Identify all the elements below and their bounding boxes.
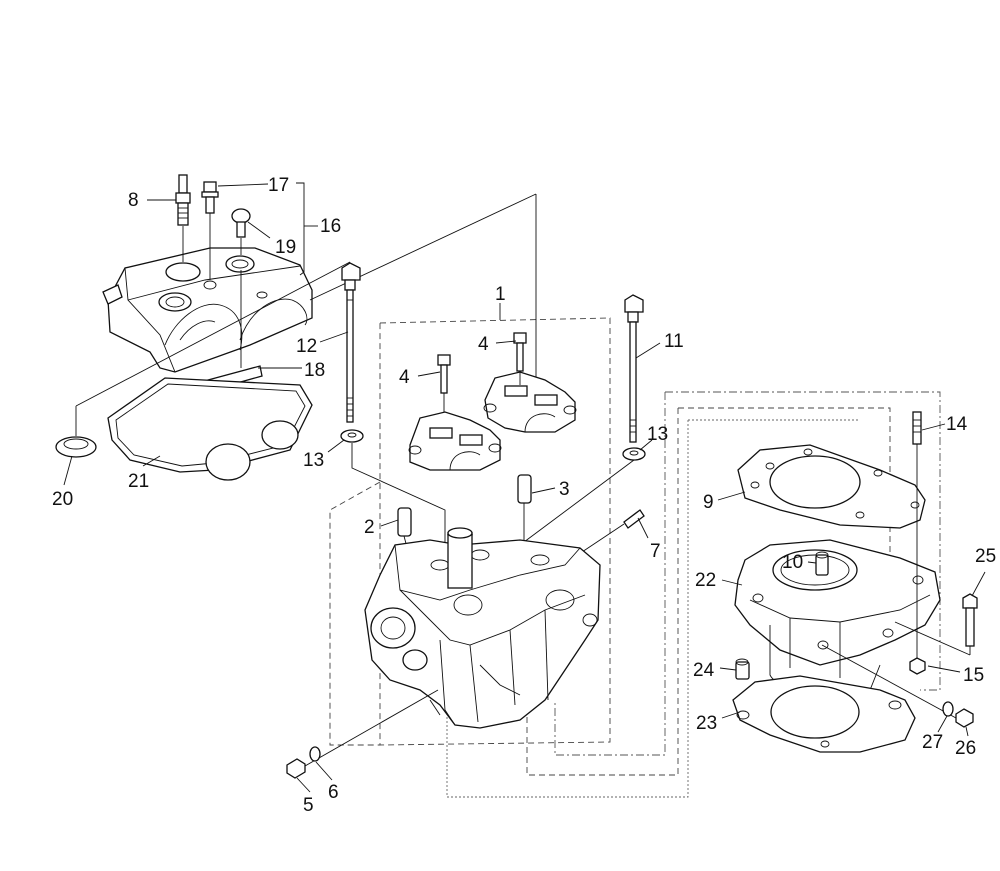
cylinder-stud-left [341, 262, 361, 423]
callout-20: 20 [52, 489, 73, 510]
cam-cap-bolt-left [437, 354, 451, 412]
callout-5: 5 [303, 795, 314, 816]
cylinder-nut [909, 657, 926, 675]
callout-15: 15 [963, 665, 984, 686]
callout-7: 7 [650, 541, 661, 562]
washer-right [519, 447, 646, 546]
callout-16: 16 [320, 216, 341, 237]
callout-14: 14 [946, 414, 968, 435]
callout-12: 12 [296, 336, 317, 357]
callout-1: 1 [495, 284, 506, 305]
cylinder-stud-14 [912, 411, 922, 665]
callout-27: 27 [922, 732, 943, 753]
camshaft-cap-right [483, 371, 577, 433]
grommet [55, 406, 97, 458]
cylinder-stud-right [624, 294, 644, 443]
callout-13-right: 13 [647, 424, 668, 445]
cylinder-dowel [815, 551, 829, 576]
callout-23: 23 [696, 713, 717, 734]
spark-plug [175, 174, 191, 262]
callout-11: 11 [664, 331, 684, 352]
callout-4-left: 4 [399, 367, 410, 388]
callout-9: 9 [703, 492, 714, 513]
callout-24: 24 [693, 660, 715, 681]
callout-18: 18 [304, 360, 325, 381]
base-dowel [735, 658, 750, 680]
callout-6: 6 [328, 782, 339, 803]
cap-bolt [231, 208, 251, 255]
plug-washer [309, 746, 321, 762]
callout-3: 3 [559, 479, 570, 500]
callout-leaders [63, 182, 986, 793]
cam-cap-bolt-right [513, 332, 527, 385]
callout-26: 26 [955, 738, 976, 759]
callout-8: 8 [128, 190, 139, 211]
callout-22: 22 [695, 570, 716, 591]
callout-17: 17 [268, 175, 289, 196]
callout-19: 19 [275, 237, 296, 258]
cylinder-bolt-25 [894, 593, 978, 656]
cylinder-head [364, 527, 601, 729]
cover-gasket [107, 377, 313, 481]
oil-bolt-washer [942, 701, 954, 717]
callout-13-left: 13 [303, 450, 324, 471]
cylinder-head-cover [102, 247, 313, 373]
oil-bolt [821, 644, 974, 728]
cylinder-base-gasket [732, 675, 916, 753]
callout-21: 21 [128, 471, 149, 492]
callout-25: 25 [975, 546, 996, 567]
drain-plug [286, 689, 439, 779]
dowel-pin-right [517, 474, 532, 540]
callout-4-right: 4 [478, 334, 489, 355]
camshaft-cap-left [408, 411, 502, 471]
cylinder-head-gasket [737, 444, 926, 529]
callout-2: 2 [364, 517, 375, 538]
cylinder-block [734, 539, 941, 696]
callout-10: 10 [782, 552, 803, 573]
cover-bolt [201, 181, 219, 280]
callout-numbers: 1 2 3 4 4 5 6 7 8 9 10 11 12 13 13 14 15… [52, 175, 996, 816]
